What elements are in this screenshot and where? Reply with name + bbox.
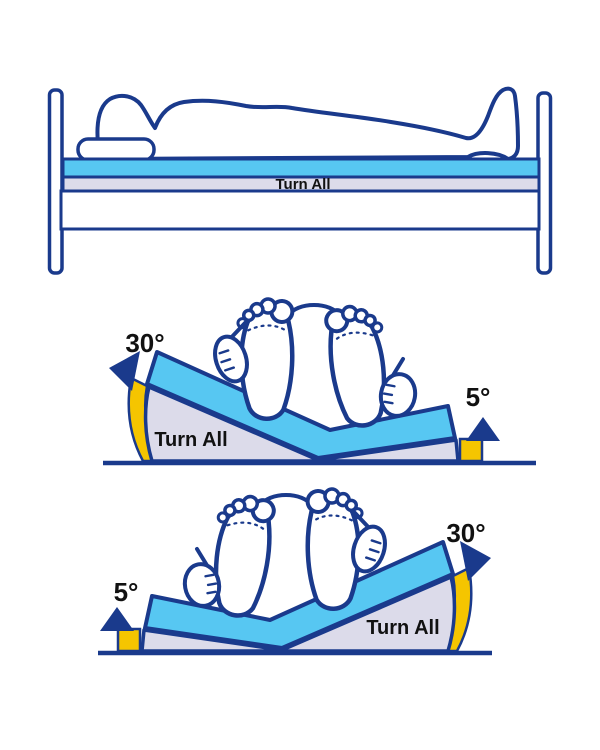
- angle-label-lower-left: 5°: [114, 577, 139, 607]
- bed-frame-rail: [59, 189, 541, 231]
- bed-post-left: [47, 88, 64, 275]
- bed-side-view: Turn All: [47, 86, 553, 275]
- turn-all-wedge: [143, 385, 460, 463]
- angle-label-lower-right: 30°: [446, 518, 485, 548]
- tilt-view-right-high: 5° 30° Turn All: [98, 488, 492, 656]
- riser-arrowhead-icon: [466, 417, 500, 441]
- right-hand: [378, 372, 418, 418]
- tilt-geometry: [109, 298, 500, 463]
- bed-mattress-label: Turn All: [276, 176, 331, 193]
- left-knuckles: [218, 349, 235, 372]
- left-hand: [213, 334, 249, 384]
- wedge-label-upper: Turn All: [154, 429, 227, 451]
- mattress-surface: [145, 350, 457, 460]
- angle-label-upper-left: 30°: [125, 328, 164, 358]
- angle-label-upper-right: 5°: [466, 382, 491, 412]
- mattress-topper: [61, 157, 541, 179]
- wedge-label-lower: Turn All: [366, 617, 439, 639]
- right-knuckles: [382, 383, 396, 405]
- patient-outline: [95, 86, 520, 161]
- pillow: [76, 137, 156, 162]
- riser-block: [458, 437, 484, 463]
- rotation-arrowhead-icon: [109, 351, 140, 391]
- tilt-view-left-high: 30° 5° Turn All: [103, 298, 536, 466]
- patient-feet-view: [213, 298, 418, 429]
